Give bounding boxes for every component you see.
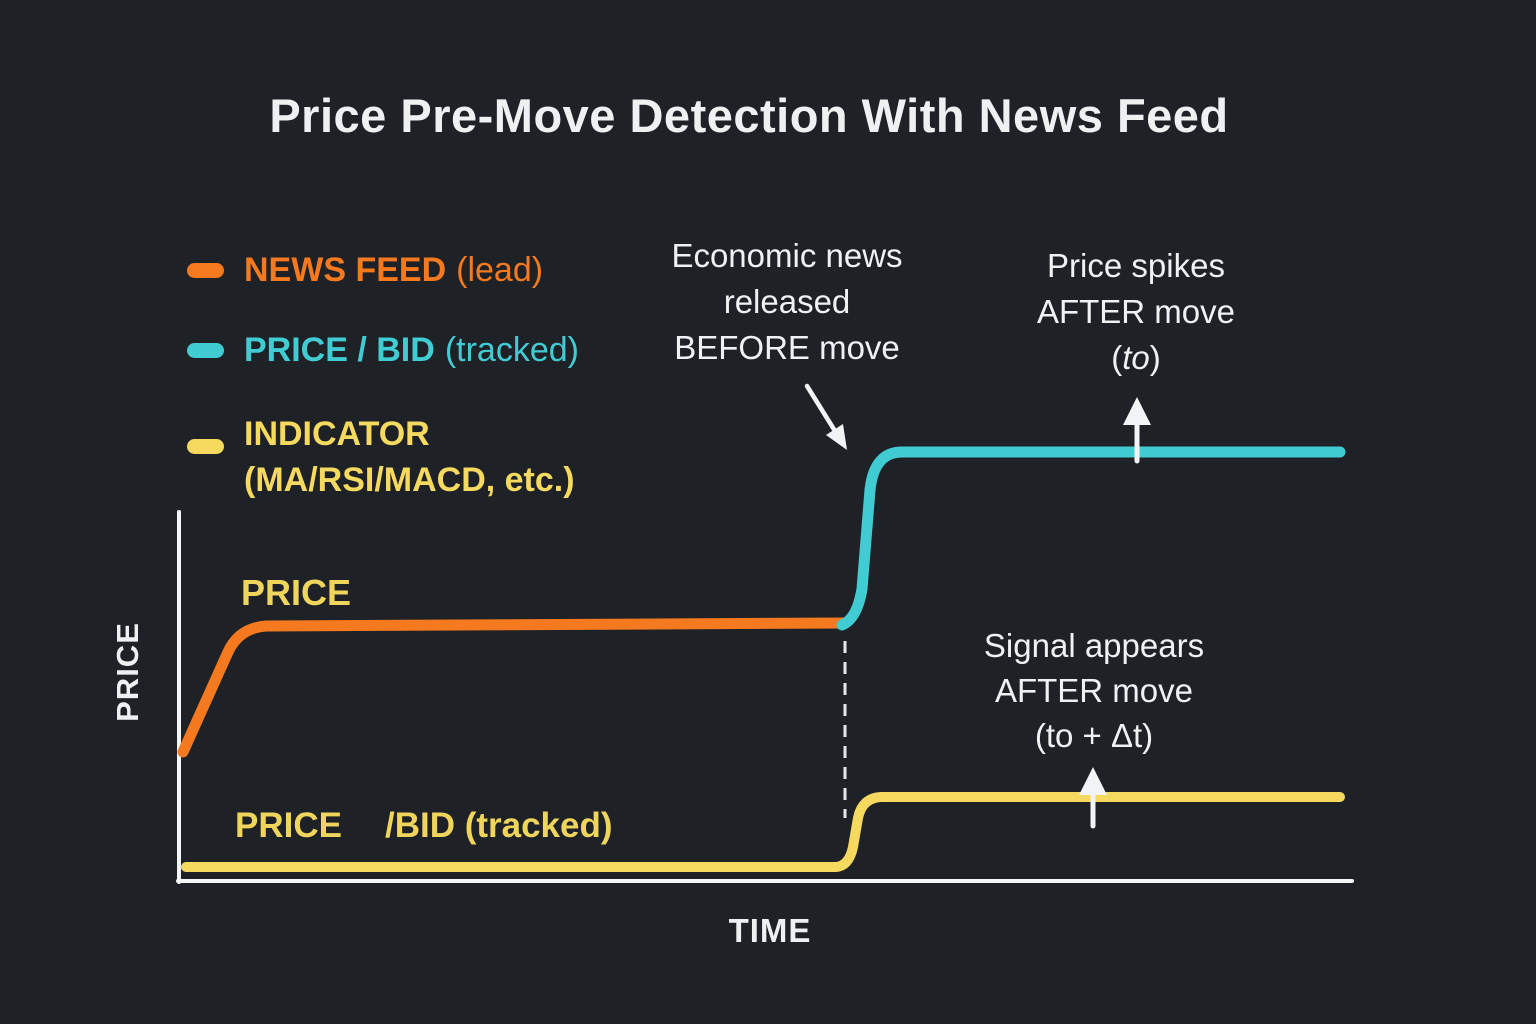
legend-label-news-feed-main: NEWS FEED	[244, 251, 447, 289]
annotation-price-spike: Price spikes AFTER move (to)	[966, 243, 1306, 381]
annotation-signal-line2: AFTER move	[994, 672, 1194, 709]
legend-label-indicator: INDICATOR (MA/RSI/MACD, etc.)	[244, 411, 575, 503]
legend-label-price-bid-main: PRICE / BID	[244, 331, 435, 369]
news-feed-line	[177, 617, 851, 758]
bid-line-label-left: PRICE	[235, 806, 342, 845]
annotation-price-spike-line2: AFTER move	[1036, 293, 1236, 330]
price-bid-swatch-icon	[187, 343, 224, 359]
news-feed-swatch-icon	[187, 263, 224, 279]
legend-label-indicator-qualifier: (MA/RSI/MACD, etc.)	[244, 461, 575, 499]
price-spike-arrow-head	[1123, 397, 1151, 425]
indicator-swatch-icon	[187, 439, 224, 454]
annotation-signal: Signal appears AFTER move (to + Δt)	[924, 623, 1264, 758]
annotation-news-release-line2: released	[723, 283, 851, 320]
legend-item-news-feed: NEWS FEED(lead)	[187, 251, 544, 289]
annotation-price-spike-line3: (to)	[966, 335, 1306, 381]
annotation-signal-line3: (to + Δt)	[1034, 717, 1154, 754]
legend-label-price-bid-qualifier: (tracked)	[444, 331, 579, 369]
annotation-news-release: Economic news released BEFORE move	[617, 233, 957, 371]
news-release-arrow-shaft	[804, 383, 838, 434]
signal-arrow	[1079, 767, 1107, 829]
legend-label-news-feed: NEWS FEED(lead)	[244, 251, 544, 289]
price-bid-line	[836, 446, 1346, 631]
legend-label-indicator-main: INDICATOR	[244, 415, 430, 453]
bid-line-label: PRICE /BID (tracked)	[235, 806, 613, 846]
annotation-news-release-line3: BEFORE move	[674, 329, 900, 366]
legend-item-price-bid: PRICE / BID(tracked)	[187, 331, 579, 369]
y-axis-label: PRICE	[110, 622, 145, 722]
paren-close: )	[1149, 339, 1161, 376]
time-variable-t0: to	[1122, 339, 1150, 376]
indicator-line	[181, 792, 1345, 872]
price-spike-arrow	[1123, 397, 1151, 464]
signal-arrow-head	[1079, 767, 1107, 795]
legend-item-indicator: INDICATOR (MA/RSI/MACD, etc.)	[187, 411, 575, 503]
legend-label-news-feed-qualifier: (lead)	[456, 251, 544, 289]
x-axis-label: TIME	[728, 912, 812, 949]
legend-label-price-bid: PRICE / BID(tracked)	[244, 331, 579, 369]
bid-line-label-right: /BID (tracked)	[384, 806, 613, 845]
page-title: Price Pre-Move Detection With News Feed	[269, 89, 1229, 142]
annotation-news-release-line1: Economic news	[671, 237, 903, 274]
annotation-signal-line1: Signal appears	[983, 627, 1205, 664]
news-release-arrow-head	[826, 424, 847, 450]
paren-open: (	[1111, 339, 1123, 376]
price-line-label: PRICE	[241, 572, 352, 613]
annotation-price-spike-line1: Price spikes	[1047, 247, 1225, 284]
news-release-arrow	[804, 383, 847, 450]
